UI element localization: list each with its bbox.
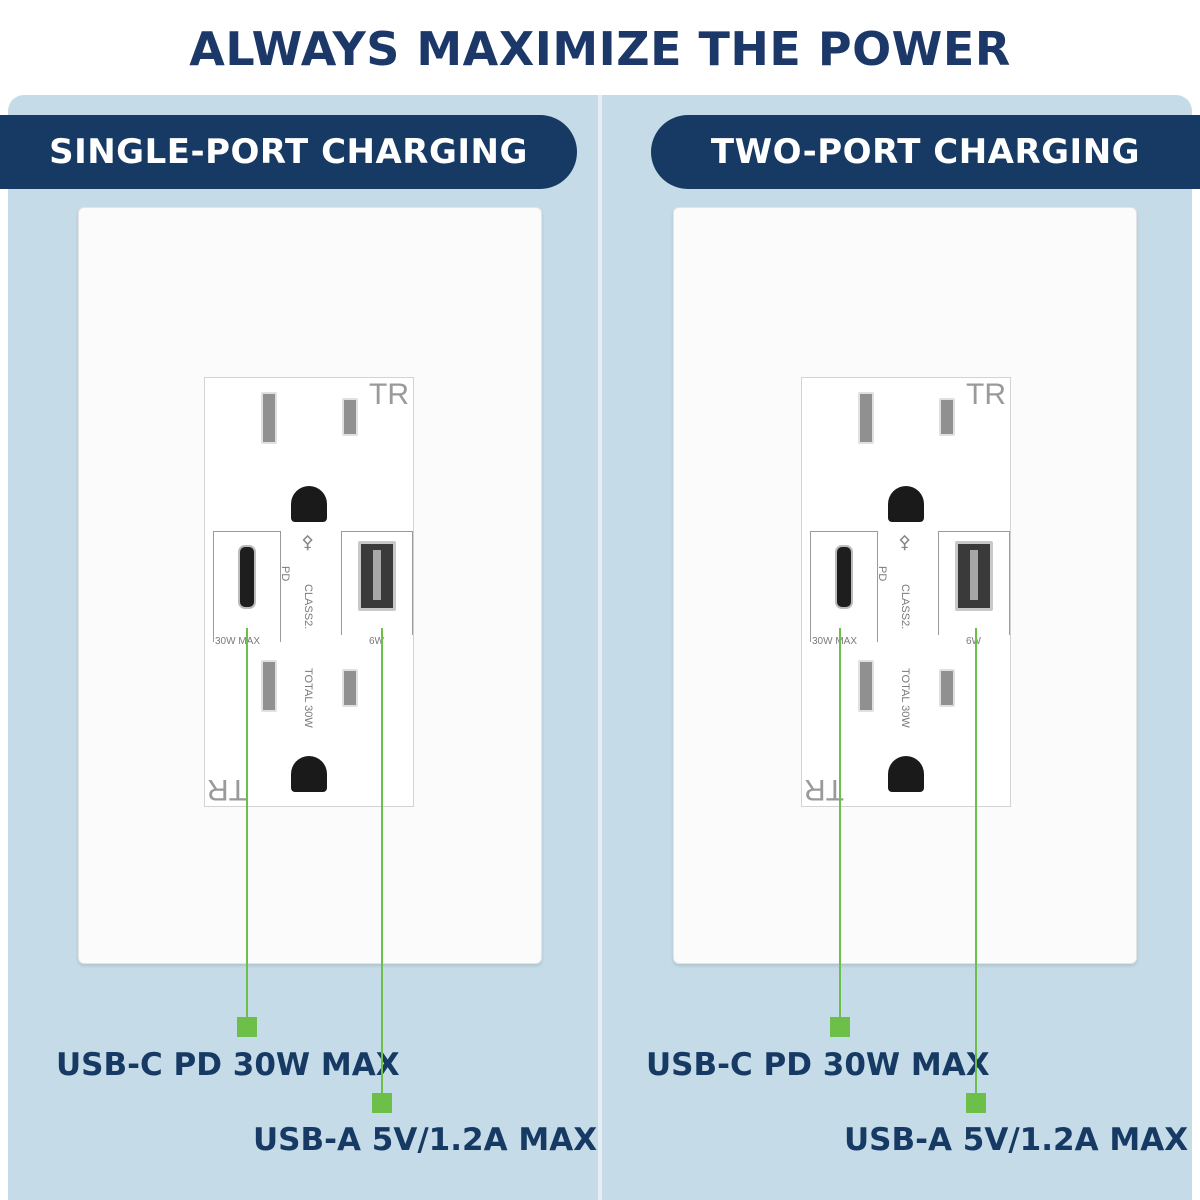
- hot-slot-bottom: [939, 669, 955, 707]
- ground-hole-top: [888, 486, 924, 522]
- neutral-slot-bottom: [858, 660, 874, 712]
- usb-c-rating: 30W MAX: [812, 636, 858, 647]
- usb-a-leader-line-left: [381, 628, 383, 1094]
- usb-c-port[interactable]: [835, 545, 853, 609]
- usb-trident-icon: ⚴: [301, 532, 315, 553]
- hot-slot-top: [939, 398, 955, 436]
- usb-a-marker-right: [966, 1093, 986, 1113]
- hot-slot-bottom: [342, 669, 358, 707]
- neutral-slot-top: [858, 392, 874, 444]
- panel-divider: [598, 95, 602, 1200]
- banner-single-port: SINGLE-PORT CHARGING: [0, 115, 577, 189]
- usb-a-marker-left: [372, 1093, 392, 1113]
- class2-label: CLASS2.: [302, 584, 314, 630]
- tr-label-top: TR: [966, 378, 1006, 411]
- tr-label-bottom: TR: [804, 773, 844, 806]
- banner-two-port: TWO-PORT CHARGING: [651, 115, 1200, 189]
- hot-slot-top: [342, 398, 358, 436]
- tr-label-top: TR: [369, 378, 409, 411]
- wall-plate-right: TR TR 30W MAX PD ⚴ CLASS2. TOTAL 30W 6W: [673, 207, 1137, 964]
- usb-c-rating: 30W MAX: [215, 636, 261, 647]
- usb-a-frame: [938, 531, 1010, 635]
- ground-hole-bottom: [888, 756, 924, 792]
- ground-hole-top: [291, 486, 327, 522]
- usb-a-port[interactable]: [358, 541, 396, 611]
- neutral-slot-bottom: [261, 660, 277, 712]
- callout-usb-c-left: USB-C PD 30W MAX: [56, 1047, 400, 1083]
- callout-usb-a-right: USB-A 5V/1.2A MAX: [844, 1122, 1189, 1158]
- usb-a-frame: [341, 531, 413, 635]
- usb-trident-icon: ⚴: [898, 532, 912, 553]
- usb-a-rating: 6W: [966, 636, 981, 647]
- ground-hole-bottom: [291, 756, 327, 792]
- usb-c-marker-left: [237, 1017, 257, 1037]
- usb-c-frame: [810, 531, 878, 642]
- usb-c-marker-right: [830, 1017, 850, 1037]
- headline: ALWAYS MAXIMIZE THE POWER: [189, 22, 1011, 76]
- usb-a-leader-line-right: [975, 628, 977, 1094]
- usb-c-leader-line-left: [246, 628, 248, 1020]
- receptacle-right: TR TR 30W MAX PD ⚴ CLASS2. TOTAL 30W 6W: [801, 377, 1011, 807]
- callout-usb-a-left: USB-A 5V/1.2A MAX: [253, 1122, 598, 1158]
- usb-c-frame: [213, 531, 281, 642]
- neutral-slot-top: [261, 392, 277, 444]
- total-label: TOTAL 30W: [302, 668, 314, 728]
- usb-c-leader-line-right: [839, 628, 841, 1020]
- receptacle-left: TR TR 30W MAX PD ⚴ CLASS2. TOTAL 30W 6W: [204, 377, 414, 807]
- usb-c-port[interactable]: [238, 545, 256, 609]
- pd-label: PD: [876, 566, 888, 582]
- tr-label-bottom: TR: [207, 773, 247, 806]
- total-label: TOTAL 30W: [899, 668, 911, 728]
- wall-plate-left: TR TR 30W MAX PD ⚴ CLASS2. TOTAL 30W 6W: [78, 207, 542, 964]
- usb-a-rating: 6W: [369, 636, 384, 647]
- usb-a-port[interactable]: [955, 541, 993, 611]
- class2-label: CLASS2.: [899, 584, 911, 630]
- callout-usb-c-right: USB-C PD 30W MAX: [646, 1047, 990, 1083]
- pd-label: PD: [279, 566, 291, 582]
